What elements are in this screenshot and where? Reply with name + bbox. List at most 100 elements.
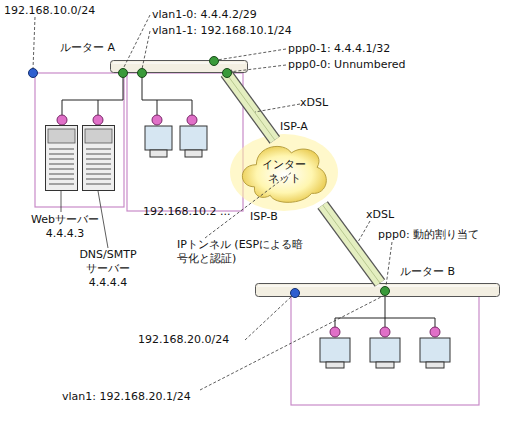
annotation-label: ppp0: 動的割り当て xyxy=(378,228,504,242)
lan-wire xyxy=(335,291,385,332)
pcs-shape xyxy=(143,124,209,166)
annotation-label: vlan1-0: 4.4.4.2/29 xyxy=(152,8,302,22)
annotation-label: vlan1: 192.168.20.1/24 xyxy=(62,390,232,404)
router-bar xyxy=(256,284,500,297)
pc-monitor xyxy=(180,126,207,150)
pc-monitor xyxy=(420,338,450,362)
server-panel xyxy=(85,129,112,143)
cloud-node: インター ネット xyxy=(238,140,330,205)
annotation-label: 192.168.10.0/24 xyxy=(4,4,114,18)
server-slot xyxy=(49,174,74,175)
annotation-label: ppp0-1: 4.4.4.1/32 xyxy=(288,42,438,56)
server-slot xyxy=(86,164,111,165)
tunnel-connector xyxy=(226,73,275,140)
leader-line xyxy=(217,49,286,60)
connector-core xyxy=(226,73,275,140)
interface-dot xyxy=(119,69,128,78)
leader-lines xyxy=(33,15,392,390)
annotation-label: ISP-A xyxy=(280,120,320,134)
cloud-outline xyxy=(242,146,326,202)
lan-wire xyxy=(142,73,192,120)
server-slot xyxy=(49,164,74,165)
server-slot xyxy=(49,184,74,185)
interface-dot xyxy=(138,69,147,78)
network-dot xyxy=(29,69,38,78)
pc-base xyxy=(185,150,202,157)
router-highlight xyxy=(258,286,497,287)
router-node: ルーター A xyxy=(110,60,248,73)
server-panel xyxy=(48,129,75,143)
server-body xyxy=(46,126,78,191)
leader-line xyxy=(205,172,292,238)
server-slot xyxy=(86,179,111,180)
port-dot xyxy=(430,327,440,337)
port-dot xyxy=(152,115,162,125)
server-slot xyxy=(86,184,111,185)
pc-monitor xyxy=(145,126,172,150)
annotation-label: xDSL xyxy=(366,208,406,222)
server-slot xyxy=(49,154,74,155)
lan-wire xyxy=(385,318,435,332)
pc-icon xyxy=(320,338,350,368)
pc-icon xyxy=(370,338,400,368)
connector-outline xyxy=(226,73,275,140)
server-shape xyxy=(45,125,78,191)
bar-shape xyxy=(110,60,248,73)
router-bar xyxy=(111,61,248,73)
leader-line xyxy=(98,191,108,248)
server-node: Webサーバー 4.4.4.3 xyxy=(45,125,78,191)
node-label: インター ネット xyxy=(259,158,309,186)
leader-line xyxy=(245,296,292,340)
server-slot xyxy=(86,159,111,160)
port-dot xyxy=(187,115,197,125)
leader-line xyxy=(386,242,392,286)
annotation-label: xDSL xyxy=(300,96,340,110)
node-label: DNS/SMTP サーバー 4.4.4.4 xyxy=(76,248,140,290)
port-dot xyxy=(330,327,340,337)
annotation-label: IPトンネル (ESPによる暗号化と認証) xyxy=(177,238,312,266)
node-label: 192.168.10.2 ... xyxy=(143,205,239,219)
annotation-label: 192.168.20.0/24 xyxy=(138,333,248,347)
pc-icon xyxy=(420,338,450,368)
interface-dot xyxy=(210,57,219,66)
pc-base xyxy=(326,362,344,368)
lan-segment-outline xyxy=(35,73,124,207)
node-label: ルーター B xyxy=(400,265,480,279)
edge-layer xyxy=(226,73,380,283)
pc-monitor xyxy=(370,338,400,362)
port-dot xyxy=(380,327,390,337)
server-node: DNS/SMTP サーバー 4.4.4.4 xyxy=(82,125,115,191)
server-slot xyxy=(86,154,111,155)
leader-line xyxy=(255,104,300,112)
node-label: Webサーバー 4.4.4.3 xyxy=(29,213,101,241)
leader-line xyxy=(33,17,35,69)
lan-wire xyxy=(62,73,123,120)
interface-dot xyxy=(381,287,390,296)
node-label: ルーター A xyxy=(60,41,140,55)
port-dot xyxy=(93,115,103,125)
pc-base xyxy=(150,150,167,157)
port-dot xyxy=(57,115,67,125)
server-slot xyxy=(86,169,111,170)
leader-line xyxy=(229,65,286,72)
annotation-label: ppp0-0: Unnumbered xyxy=(288,58,438,72)
lan-segment-outline xyxy=(127,73,243,211)
router-node: ルーター B xyxy=(255,283,500,297)
server-slot xyxy=(86,149,111,150)
server-slot xyxy=(86,174,111,175)
pc-base xyxy=(376,362,394,368)
cloud-glow xyxy=(230,134,338,211)
pc-group-node: 192.168.10.2 ... xyxy=(143,124,209,166)
router-highlight xyxy=(113,63,245,64)
pc-base xyxy=(426,362,444,368)
network-dot xyxy=(291,289,300,298)
server-slot xyxy=(49,179,74,180)
pc-monitor xyxy=(320,338,350,362)
leader-line xyxy=(61,191,62,212)
server-slot xyxy=(49,149,74,150)
server-slot xyxy=(49,169,74,170)
bar-shape xyxy=(255,283,500,297)
interface-dot xyxy=(223,69,232,78)
server-shape xyxy=(82,125,115,191)
